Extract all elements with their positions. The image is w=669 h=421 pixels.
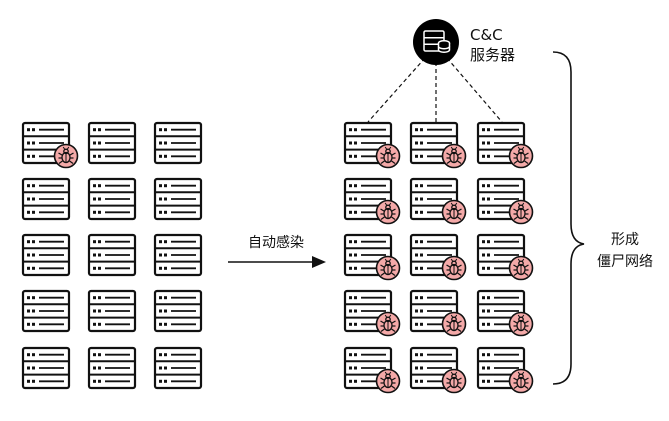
right-server-r3c3 — [476, 233, 534, 281]
server-rack-icon — [21, 346, 71, 390]
left-server-r4c3 — [153, 289, 203, 333]
right-server-r1c3 — [476, 121, 534, 169]
database-server-icon — [413, 19, 459, 65]
cc-link-right — [446, 57, 503, 123]
left-server-r3c2 — [87, 233, 137, 277]
right-server-grid — [343, 121, 534, 394]
bug-icon — [441, 199, 467, 225]
bug-icon — [375, 199, 401, 225]
bug-icon — [508, 255, 534, 281]
bug-icon — [508, 368, 534, 394]
server-rack-icon — [87, 233, 137, 277]
bug-icon — [375, 255, 401, 281]
bug-icon — [508, 311, 534, 337]
right-server-r5c3 — [476, 346, 534, 394]
left-server-r3c3 — [153, 233, 203, 277]
cc-link-left — [367, 57, 426, 123]
server-rack-icon — [153, 289, 203, 333]
bug-icon — [53, 143, 79, 169]
left-server-r5c1 — [21, 346, 71, 390]
right-server-r1c2 — [409, 121, 467, 169]
right-server-r3c1 — [343, 233, 401, 281]
bug-icon — [441, 255, 467, 281]
server-rack-icon — [87, 121, 137, 165]
left-server-r1c3 — [153, 121, 203, 165]
server-rack-icon — [21, 289, 71, 333]
bug-icon — [375, 143, 401, 169]
bug-icon — [508, 143, 534, 169]
left-server-r1c2 — [87, 121, 137, 165]
right-server-r4c1 — [343, 289, 401, 337]
bug-icon — [441, 143, 467, 169]
bracket-label-line2: 僵尸网络 — [597, 254, 653, 270]
cc-server-node: C&C 服务器 — [413, 19, 515, 65]
left-server-r5c3 — [153, 346, 203, 390]
right-server-r4c3 — [476, 289, 534, 337]
arrow-label: 自动感染 — [248, 234, 304, 251]
right-server-r1c1 — [343, 121, 401, 169]
server-rack-icon — [153, 177, 203, 221]
cc-server-title: C&C — [470, 26, 503, 44]
left-server-r2c1 — [21, 177, 71, 221]
left-server-grid — [21, 121, 203, 390]
left-server-r2c2 — [87, 177, 137, 221]
right-server-r3c2 — [409, 233, 467, 281]
bug-icon — [441, 368, 467, 394]
right-server-r2c3 — [476, 177, 534, 225]
server-rack-icon — [87, 177, 137, 221]
server-rack-icon — [21, 233, 71, 277]
right-server-r5c2 — [409, 346, 467, 394]
left-server-r5c2 — [87, 346, 137, 390]
left-server-r4c2 — [87, 289, 137, 333]
infection-arrow — [228, 256, 326, 268]
cc-server-subtitle: 服务器 — [470, 46, 515, 64]
right-server-r2c2 — [409, 177, 467, 225]
server-rack-icon — [87, 289, 137, 333]
server-rack-icon — [153, 233, 203, 277]
bug-icon — [375, 311, 401, 337]
server-rack-icon — [87, 346, 137, 390]
botnet-bracket — [552, 51, 585, 385]
bug-icon — [441, 311, 467, 337]
server-rack-icon — [21, 177, 71, 221]
server-rack-icon — [153, 121, 203, 165]
cc-server-glyph — [423, 30, 451, 53]
right-server-r2c1 — [343, 177, 401, 225]
bug-icon — [508, 199, 534, 225]
server-rack-icon — [153, 346, 203, 390]
bug-icon — [375, 368, 401, 394]
left-server-r3c1 — [21, 233, 71, 277]
left-server-r2c3 — [153, 177, 203, 221]
cc-connections — [367, 57, 503, 123]
bracket-label-line1: 形成 — [611, 232, 639, 248]
left-server-r1c1 — [21, 121, 79, 169]
left-server-r4c1 — [21, 289, 71, 333]
right-server-r4c2 — [409, 289, 467, 337]
right-server-r5c1 — [343, 346, 401, 394]
